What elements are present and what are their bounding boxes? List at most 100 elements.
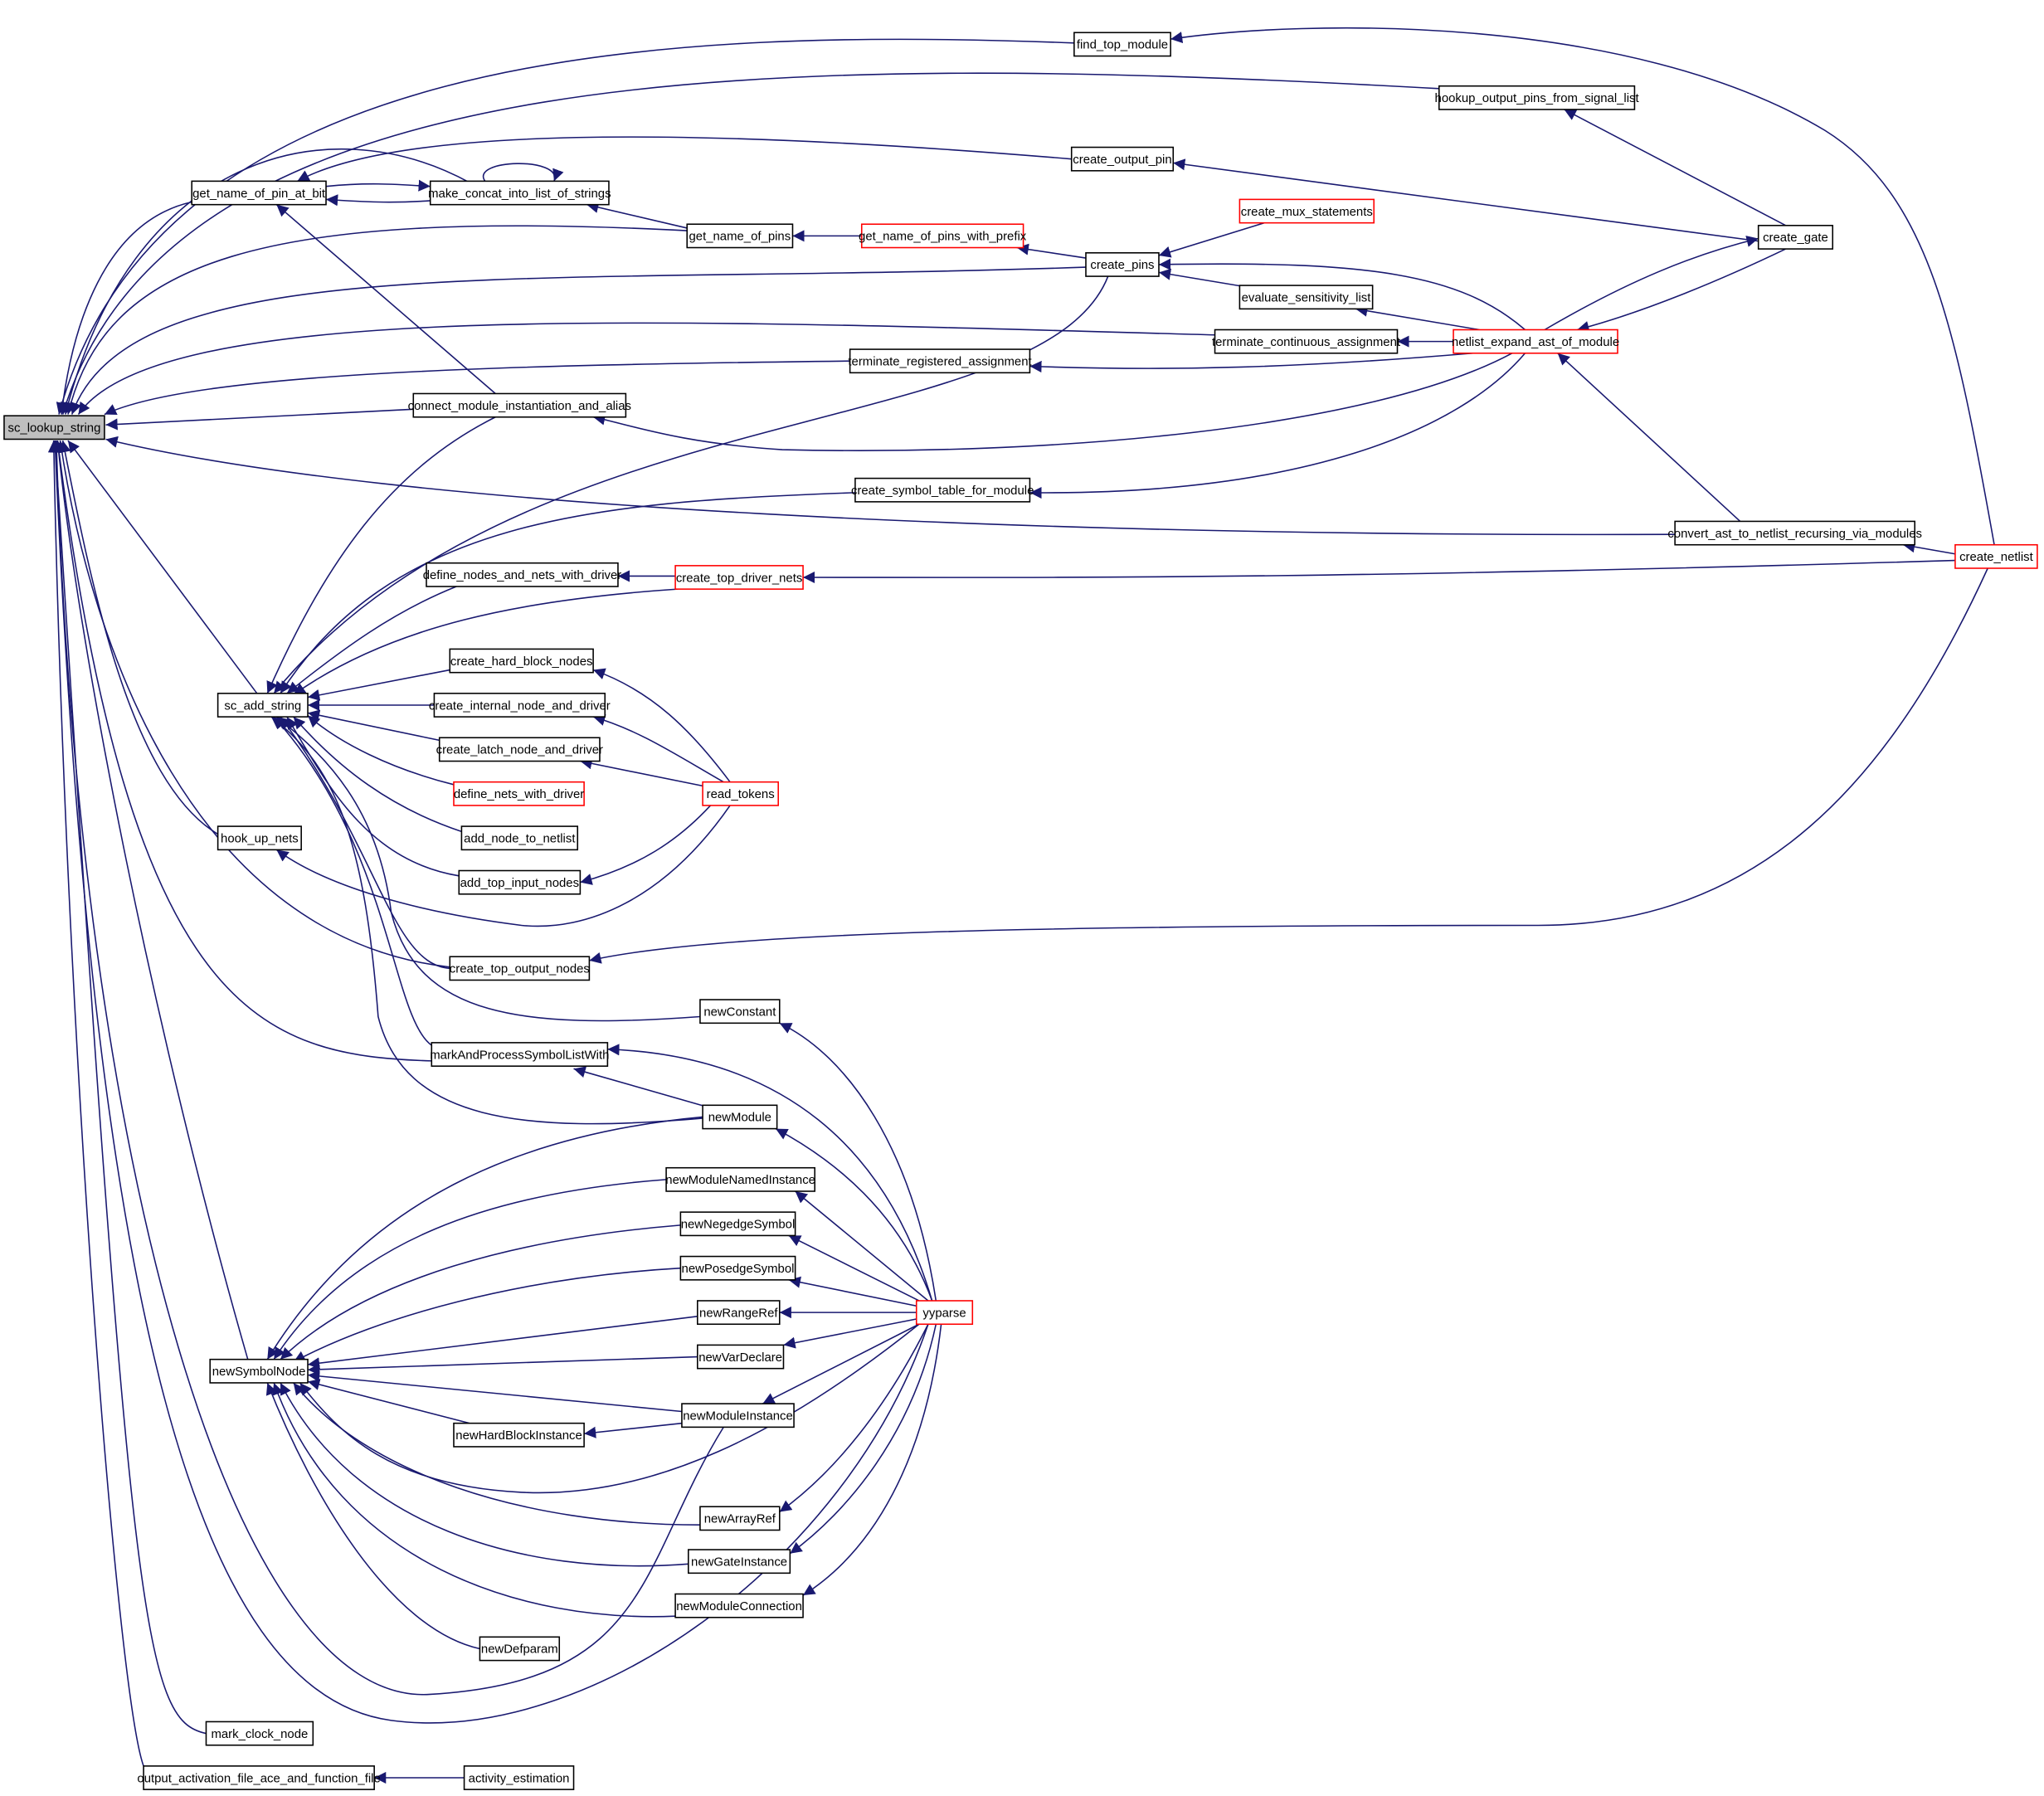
node-add-node-to-netlist[interactable]: add_node_to_netlist: [460, 825, 579, 851]
node-sc-lookup-string[interactable]: sc_lookup_string: [3, 415, 105, 440]
node-evaluate-sensitivity-list[interactable]: evaluate_sensitivity_list: [1239, 285, 1374, 310]
node-terminate-continuous-assignment[interactable]: terminate_continuous_assignment: [1212, 329, 1401, 354]
node-box: [665, 1166, 815, 1192]
node-label: terminate_continuous_assignment: [1212, 335, 1401, 349]
node-newSymbolNode[interactable]: newSymbolNode: [209, 1358, 309, 1384]
node-newConstant[interactable]: newConstant: [699, 999, 781, 1025]
node-netlist-expand-ast-of-module[interactable]: netlist_expand_ast_of_module: [1452, 329, 1619, 354]
call-edge: [1564, 109, 1787, 226]
call-edge: [1557, 353, 1741, 523]
node-label: newModuleNamedInstance: [665, 1173, 815, 1187]
call-edge: [1902, 541, 1956, 555]
node-box: [697, 1344, 785, 1370]
node-box: [1757, 225, 1834, 250]
node-label: newModuleInstance: [683, 1409, 793, 1424]
node-label: newPosedgeSymbol: [682, 1262, 795, 1276]
call-edge: [273, 275, 1109, 694]
node-box: [702, 781, 779, 806]
node-get-name-of-pins-with-prefix[interactable]: get_name_of_pins_with_prefix: [859, 223, 1027, 249]
node-convert-ast-to-netlist-recursing-via-modules[interactable]: convert_ast_to_netlist_recursing_via_mod…: [1667, 520, 1922, 546]
node-create-mux-statements[interactable]: create_mux_statements: [1239, 198, 1375, 224]
node-box: [679, 1211, 796, 1237]
node-connect-module-instantiation-and-alias[interactable]: connect_module_instantiation_and_alias: [408, 392, 631, 418]
call-edge: [1029, 353, 1526, 499]
node-create-symbol-table-for-module[interactable]: create_symbol_table_for_module: [851, 477, 1034, 503]
edges: [47, 27, 1995, 1784]
call-edge: [592, 668, 731, 783]
node-newModuleNamedInstance[interactable]: newModuleNamedInstance: [665, 1166, 815, 1192]
node-box: [849, 348, 1031, 374]
node-newModuleInstance[interactable]: newModuleInstance: [681, 1403, 795, 1429]
node-box: [217, 825, 302, 851]
call-edge: [802, 1324, 942, 1596]
node-define-nets-with-driver[interactable]: define_nets_with_driver: [453, 781, 585, 806]
node-yyparse[interactable]: yyparse: [915, 1300, 974, 1326]
node-newModuleConnection[interactable]: newModuleConnection: [674, 1593, 804, 1618]
node-hookup-output-pins-from-signal-list[interactable]: hookup_output_pins_from_signal_list: [1435, 85, 1640, 110]
node-create-netlist[interactable]: create_netlist: [1954, 543, 2038, 569]
node-box: [1073, 32, 1171, 57]
node-label: create_symbol_table_for_module: [851, 484, 1034, 498]
node-box: [699, 1506, 781, 1531]
node-newModule[interactable]: newModule: [702, 1104, 778, 1130]
call-edge: [788, 1234, 920, 1302]
node-find-top-module[interactable]: find_top_module: [1073, 32, 1171, 57]
node-output-activation-file-ace-and-function-file[interactable]: output_activation_file_ace_and_function_…: [137, 1765, 381, 1790]
node-label: mark_clock_node: [211, 1727, 308, 1741]
call-edge: [275, 716, 700, 1022]
node-box: [1954, 543, 2038, 569]
node-read-tokens[interactable]: read_tokens: [702, 781, 779, 806]
node-newNegedgeSymbol[interactable]: newNegedgeSymbol: [679, 1211, 796, 1237]
node-sc-add-string[interactable]: sc_add_string: [217, 693, 309, 718]
node-newGateInstance[interactable]: newGateInstance: [688, 1549, 791, 1575]
node-box: [1453, 329, 1618, 354]
node-box: [453, 1422, 585, 1448]
call-edge: [589, 567, 1988, 964]
node-label: hook_up_nets: [221, 832, 299, 846]
node-newArrayRef[interactable]: newArrayRef: [699, 1506, 781, 1531]
node-newDefparam[interactable]: newDefparam: [479, 1636, 561, 1662]
node-create-output-pin[interactable]: create_output_pin: [1070, 146, 1175, 172]
node-markAndProcessSymbolListWith[interactable]: markAndProcessSymbolListWith: [430, 1042, 609, 1067]
node-create-gate[interactable]: create_gate: [1757, 225, 1834, 250]
node-label: get_name_of_pins: [689, 230, 791, 244]
node-newHardBlockInstance[interactable]: newHardBlockInstance: [453, 1422, 585, 1448]
node-activity-estimation[interactable]: activity_estimation: [463, 1765, 575, 1790]
node-hook-up-nets[interactable]: hook_up_nets: [217, 825, 302, 851]
node-add-top-input-nodes[interactable]: add_top_input_nodes: [458, 869, 582, 895]
node-create-internal-node-and-driver[interactable]: create_internal_node_and_driver: [429, 693, 611, 718]
call-edge: [779, 1323, 929, 1513]
node-box: [1085, 252, 1160, 277]
node-label: newModuleConnection: [676, 1599, 802, 1613]
call-edge: [280, 492, 855, 694]
node-newPosedgeSymbol[interactable]: newPosedgeSymbol: [679, 1255, 796, 1281]
node-get-name-of-pin-at-bit[interactable]: get_name_of_pin_at_bit: [191, 180, 327, 206]
node-create-latch-node-and-driver[interactable]: create_latch_node_and_driver: [436, 737, 603, 762]
node-newVarDeclare[interactable]: newVarDeclare: [697, 1344, 785, 1370]
call-edge: [286, 716, 460, 877]
node-mark-clock-node[interactable]: mark_clock_node: [205, 1721, 314, 1746]
node-terminate-registered-assignment[interactable]: terminate_registered_assignment: [848, 348, 1032, 374]
node-define-nodes-and-nets-with-driver[interactable]: define_nodes_and_nets_with_driver: [423, 562, 622, 587]
node-box: [431, 1042, 609, 1067]
call-edge: [272, 1382, 676, 1618]
node-box: [674, 1593, 804, 1618]
node-box: [681, 1403, 795, 1429]
call-edge: [325, 194, 431, 207]
node-create-pins[interactable]: create_pins: [1085, 252, 1160, 277]
node-label: newVarDeclare: [698, 1351, 782, 1365]
call-edge: [307, 1370, 683, 1413]
call-edge: [77, 322, 1215, 416]
call-edge: [308, 1356, 698, 1375]
call-edge: [51, 440, 724, 1696]
node-label: create_hard_block_nodes: [450, 655, 593, 669]
node-box: [674, 565, 804, 590]
node-make-concat-into-list-of-strings[interactable]: make_concat_into_list_of_strings: [428, 180, 611, 206]
node-label: sc_lookup_string: [8, 421, 101, 436]
node-create-hard-block-nodes[interactable]: create_hard_block_nodes: [449, 648, 594, 674]
node-get-name-of-pins[interactable]: get_name_of_pins: [686, 223, 794, 249]
call-edge: [56, 38, 1074, 415]
node-create-top-output-nodes[interactable]: create_top_output_nodes: [449, 956, 591, 981]
node-newRangeRef[interactable]: newRangeRef: [697, 1300, 781, 1326]
node-create-top-driver-nets[interactable]: create_top_driver_nets: [674, 565, 804, 590]
